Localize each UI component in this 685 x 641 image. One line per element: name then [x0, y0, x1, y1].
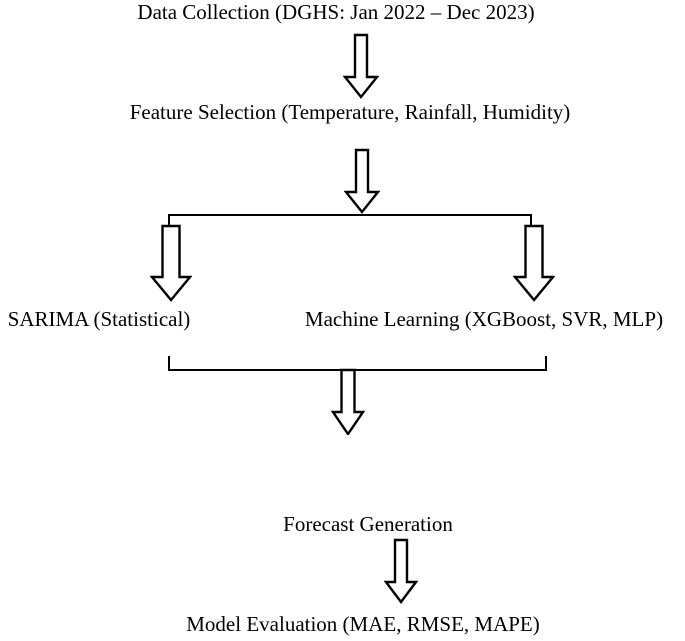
split-connector	[168, 214, 532, 226]
node-feature-selection: Feature Selection (Temperature, Rainfall…	[129, 100, 571, 124]
node-model-evaluation: Model Evaluation (MAE, RMSE, MAPE)	[186, 612, 540, 636]
down-arrow-icon	[384, 538, 418, 604]
down-arrow-icon	[343, 33, 379, 99]
down-arrow-icon	[150, 224, 192, 302]
down-arrow-icon	[513, 224, 555, 302]
node-data-collection: Data Collection (DGHS: Jan 2022 – Dec 20…	[137, 0, 535, 24]
merge-connector	[168, 356, 547, 371]
node-machine-learning: Machine Learning (XGBoost, SVR, MLP)	[304, 307, 664, 331]
node-sarima: SARIMA (Statistical)	[7, 307, 191, 331]
down-arrow-icon	[331, 368, 365, 435]
node-forecast-generation: Forecast Generation	[283, 512, 453, 536]
down-arrow-icon	[344, 148, 380, 214]
